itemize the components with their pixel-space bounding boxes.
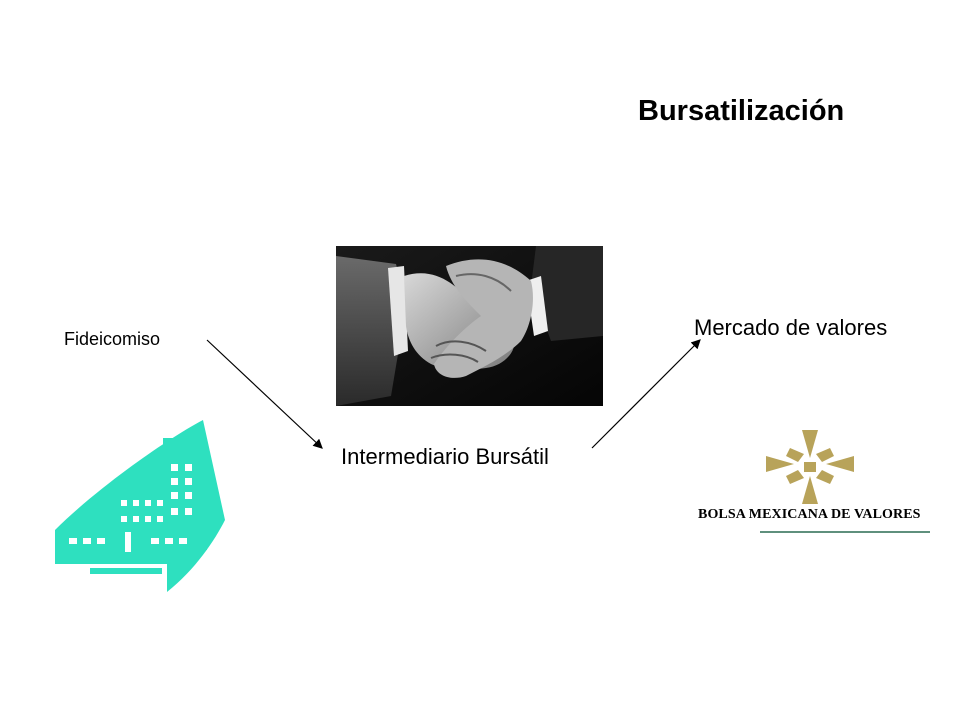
arrow-fideicomiso-to-intermediario [206,339,323,449]
label-intermediario-bursatil: Intermediario Bursátil [341,444,549,469]
label-fideicomiso: Fideicomiso [64,329,161,349]
handshake-photo [336,246,603,406]
building-icon [55,420,225,592]
page-title: Bursatilización [638,95,845,127]
arrow-intermediario-to-mercado [591,339,701,449]
bmv-logo-underline [760,531,930,533]
bmv-logo-text: BOLSA MEXICANA DE VALORES [698,507,921,522]
bmv-logo-mark [766,430,854,504]
label-mercado-de-valores: Mercado de valores [694,315,888,340]
